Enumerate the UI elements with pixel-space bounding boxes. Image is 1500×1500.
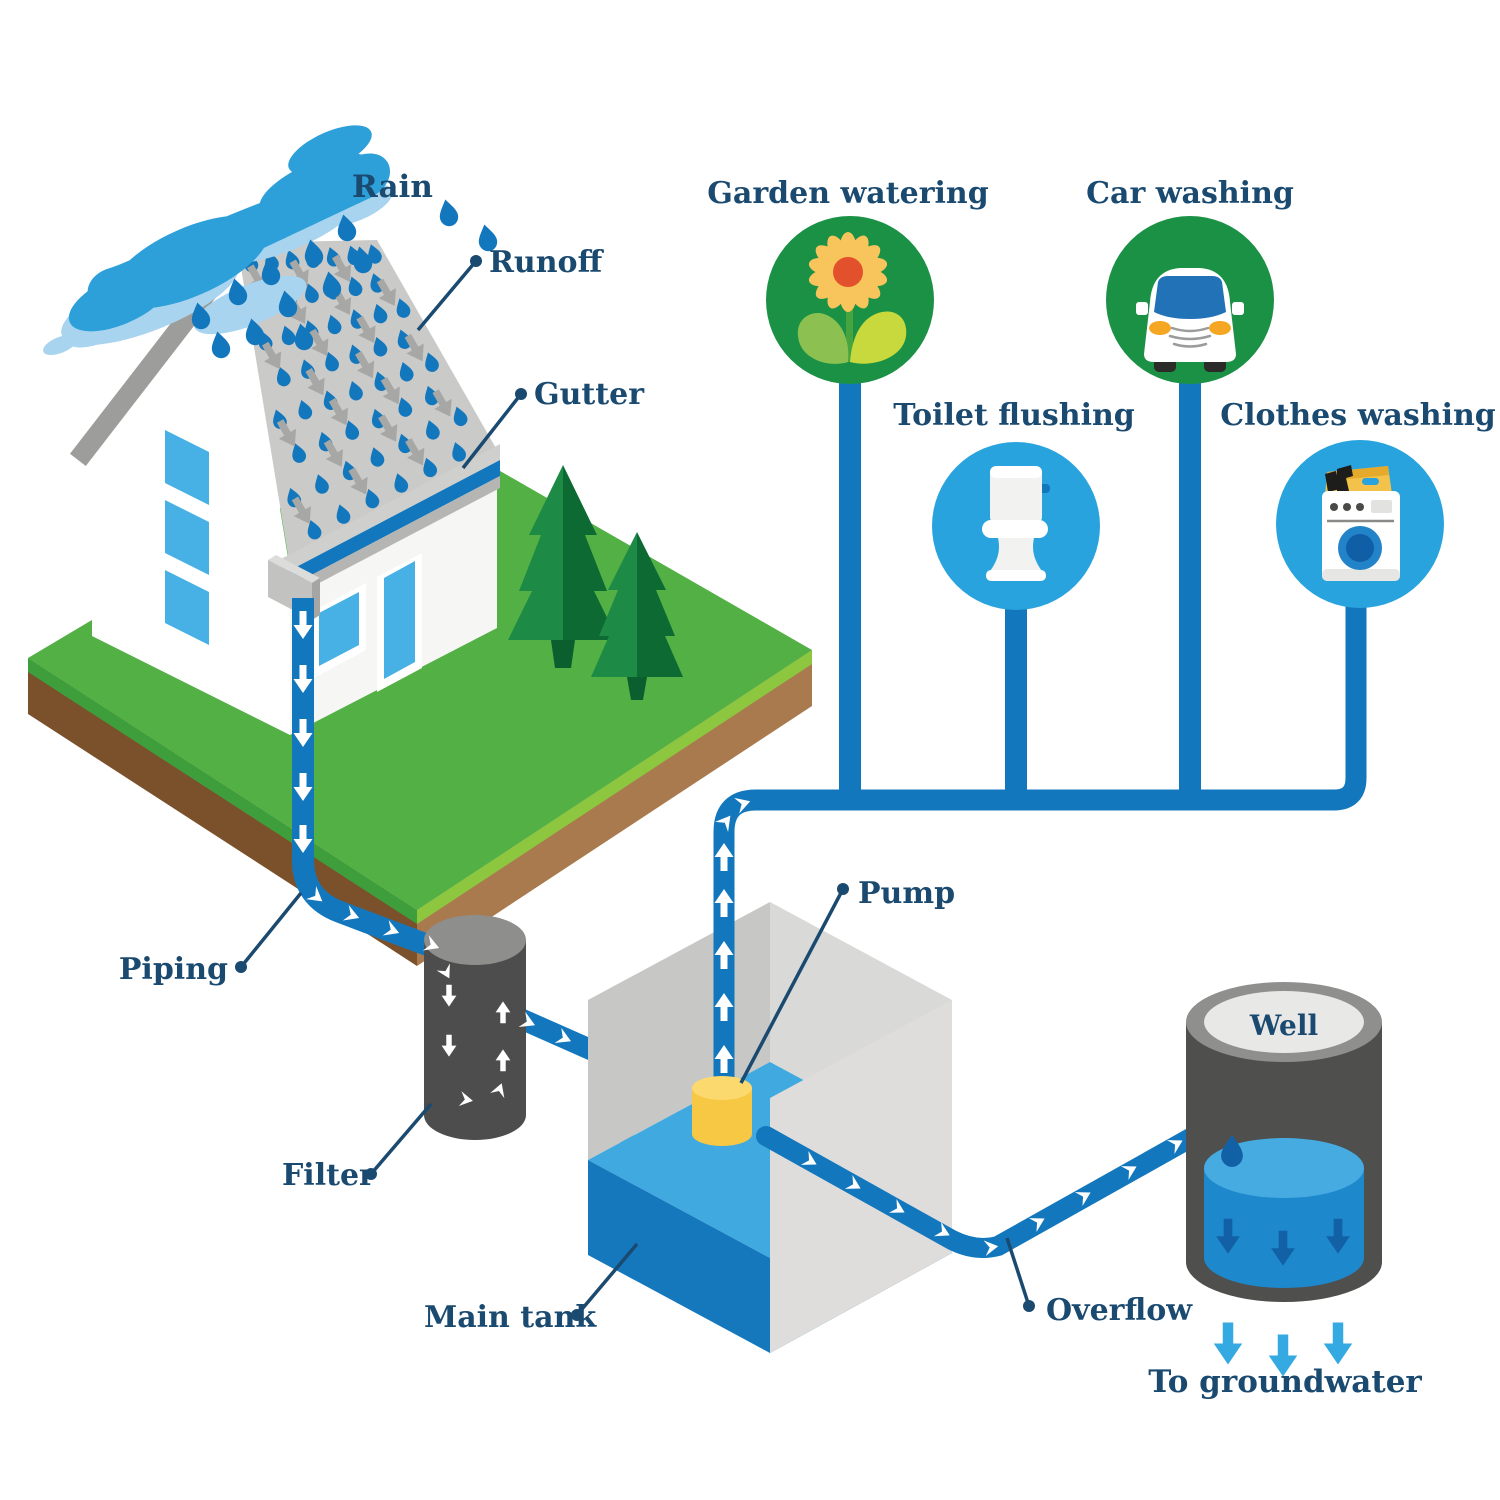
toilet-icon: [982, 466, 1050, 581]
label-pump: Pump: [858, 876, 955, 911]
pump: [692, 1076, 752, 1146]
groundwater-arrow-icon: [1213, 1322, 1243, 1365]
usage-label: Toilet flushing: [893, 398, 1135, 433]
overflow-pipe: [756, 1108, 1236, 1258]
label-to-groundwater: To groundwater: [1148, 1364, 1422, 1400]
label-rain: Rain: [352, 169, 433, 205]
usage-label: Clothes washing: [1220, 398, 1496, 433]
window: [158, 560, 216, 649]
rain-cloud-icon: [43, 125, 393, 356]
usage-garden-watering: Garden watering: [707, 176, 989, 384]
usage-label: Garden watering: [707, 176, 988, 211]
filter-cylinder: [424, 915, 526, 1140]
usage-label: Car washing: [1086, 176, 1294, 211]
window: [158, 420, 216, 509]
label-runoff: Runoff: [489, 245, 605, 280]
label-piping: Piping: [119, 952, 228, 987]
raindrop-icon: [436, 197, 460, 228]
window: [158, 490, 216, 579]
tank-front-face: [770, 1000, 952, 1353]
usage-clothes-washing: Clothes washing: [1220, 398, 1496, 608]
well-label: Well: [1249, 1009, 1318, 1042]
groundwater-arrow-icon: [1323, 1322, 1353, 1365]
window: [377, 553, 422, 692]
car-icon: [1136, 268, 1244, 372]
well-water-body: [1204, 1168, 1364, 1288]
sunflower-icon: [797, 232, 907, 364]
annotations: Rain Runoff Gutter Piping Filter Main ta…: [119, 169, 1423, 1400]
pine-tree-icon: [508, 465, 618, 668]
pine-tree-icon: [591, 532, 683, 700]
gutter-bar: [268, 444, 500, 620]
usage-toilet-flushing: Toilet flushing: [893, 398, 1135, 610]
label-overflow: Overflow: [1046, 1293, 1193, 1328]
tank-water-front-left: [588, 1160, 770, 1353]
label-gutter: Gutter: [534, 377, 645, 412]
washing-machine-icon: [1322, 465, 1400, 581]
usage-car-washing: Car washing: [1086, 176, 1294, 384]
well-water-surface: [1204, 1138, 1364, 1198]
label-main-tank: Main tank: [424, 1300, 597, 1335]
well: Well: [1186, 982, 1382, 1302]
label-filter: Filter: [282, 1158, 376, 1193]
house: [69, 235, 500, 735]
well-top: [1204, 991, 1364, 1053]
grass-edge-right: [417, 650, 812, 924]
window: [312, 583, 366, 679]
downpipe: [292, 598, 466, 969]
grass-edge-left: [28, 658, 417, 924]
pine-trees: [508, 465, 683, 700]
